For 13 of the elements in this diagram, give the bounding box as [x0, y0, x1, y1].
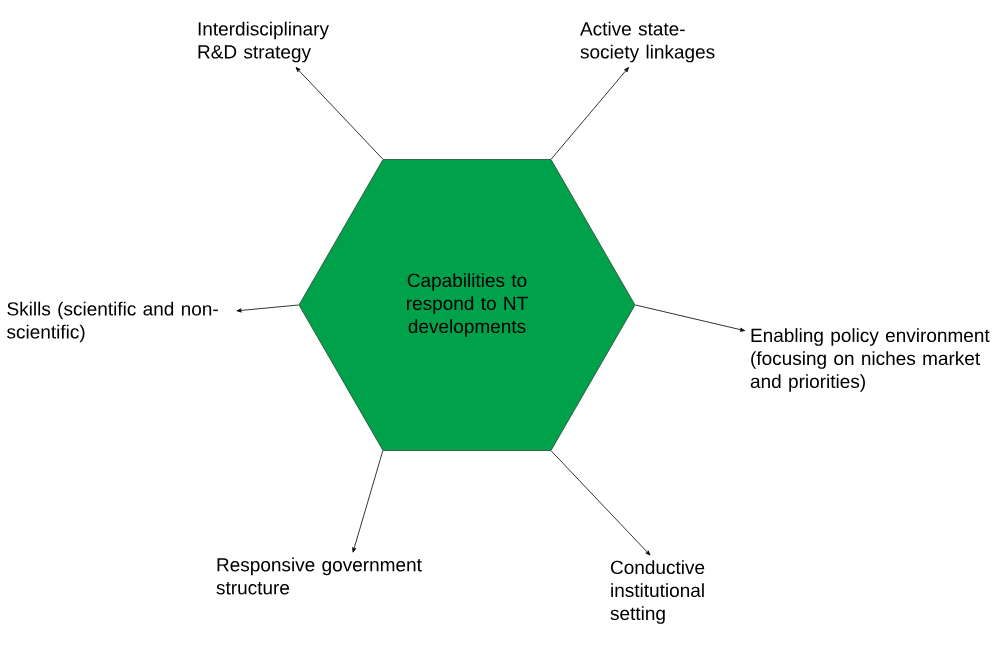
label-text: Active state-society linkages: [580, 21, 715, 63]
label-text: Interdisciplinary R&D strategy: [198, 21, 329, 63]
arrow: [352, 450, 384, 553]
label-text: Conductive institutional setting: [610, 560, 705, 624]
arrow: [550, 450, 651, 556]
arrow: [550, 67, 629, 160]
arrow: [295, 67, 384, 160]
hexagon: Capabilities to respond to NT developments: [298, 159, 636, 451]
arrow: [635, 304, 746, 332]
arrow: [236, 304, 299, 313]
label-text: Responsive government structure: [216, 557, 422, 595]
label-text: Skills (scientific and non-scientific): [7, 301, 218, 343]
label-text: Enabling policy environment (focusing on niches market and priorities): [750, 328, 990, 392]
